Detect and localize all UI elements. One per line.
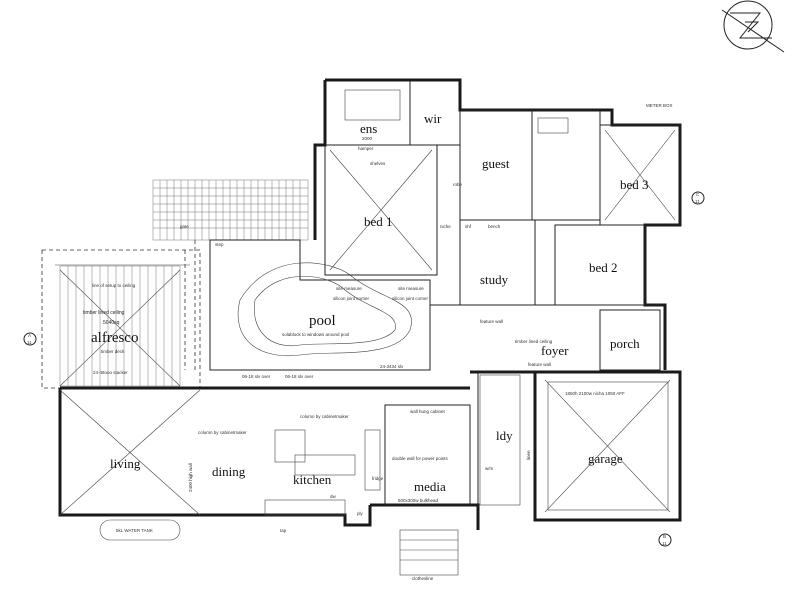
note-niche: niche bbox=[440, 224, 451, 229]
note-ens-dims: 2000 bbox=[362, 136, 373, 141]
room-label-foyer: foyer bbox=[541, 343, 569, 358]
note-line-ceiling: line of setup to ceiling bbox=[92, 283, 136, 288]
room-label-pool: pool bbox=[309, 313, 336, 329]
room-label-dining: dining bbox=[212, 464, 246, 479]
note-foyer-ceiling: timber lined ceiling bbox=[515, 339, 553, 344]
interior-walls bbox=[59, 80, 681, 576]
note-meter-box: METER BOX bbox=[646, 103, 673, 108]
alfresco-area bbox=[41, 249, 201, 389]
note-site-measure-2: site measure bbox=[398, 286, 424, 291]
note-window-2434: 24-3434 slv bbox=[380, 364, 404, 369]
note-high-wall: 2400 high wall bbox=[188, 463, 193, 492]
note-tap: tap bbox=[280, 528, 287, 533]
room-label-garage: garage bbox=[588, 451, 623, 466]
note-pool-solablock: solablock to windows around pool bbox=[282, 332, 349, 337]
svg-text:C: C bbox=[696, 192, 700, 197]
note-step: step bbox=[215, 242, 224, 247]
section-marker-b: B 11 bbox=[658, 533, 672, 547]
room-label-bed2: bed 2 bbox=[589, 260, 618, 275]
room-label-alfresco: alfresco bbox=[91, 330, 138, 346]
room-label-study: study bbox=[480, 272, 509, 287]
note-column-1: column by cabinetmaker bbox=[198, 430, 247, 435]
svg-text:11: 11 bbox=[695, 199, 700, 204]
room-label-media: media bbox=[414, 479, 446, 494]
room-label-wir: wir bbox=[424, 111, 442, 126]
north-arrow-icon bbox=[721, 0, 785, 53]
svg-text:A: A bbox=[28, 333, 31, 338]
room-label-guest: guest bbox=[482, 156, 510, 171]
note-silicon-2: silicon joint corner bbox=[392, 296, 429, 301]
note-dw: dw bbox=[330, 494, 337, 499]
svg-text:11: 11 bbox=[27, 340, 32, 345]
note-wm: w/m bbox=[485, 466, 494, 471]
section-marker-a: A 11 bbox=[23, 332, 37, 346]
section-marker-c: C 11 bbox=[691, 191, 705, 205]
room-label-bed3: bed 3 bbox=[620, 177, 649, 192]
note-alfresco-size: 5040sq bbox=[103, 320, 120, 326]
room-label-porch: porch bbox=[610, 336, 640, 351]
note-garage-door: 1850h 2100w nicha 1050 AFF bbox=[565, 391, 625, 396]
note-linen: linen bbox=[526, 450, 531, 460]
paving-grid bbox=[59, 179, 309, 387]
note-fridge: fridge bbox=[372, 476, 384, 481]
note-shelves: shelves bbox=[370, 161, 386, 166]
note-bench: bench bbox=[488, 224, 501, 229]
note-slv-over-2: 06-18 slv over bbox=[285, 374, 314, 379]
note-timber-ceiling: timber lined ceiling bbox=[83, 310, 125, 316]
note-site-measure-1: site measure bbox=[336, 286, 362, 291]
note-feature-wall: feature wall bbox=[480, 319, 503, 324]
svg-text:B: B bbox=[663, 534, 666, 539]
pool-area bbox=[184, 239, 431, 371]
room-label-ens: ens bbox=[360, 121, 377, 136]
room-label-ldy: ldy bbox=[496, 428, 513, 443]
note-gate: gate bbox=[180, 224, 189, 229]
note-hamper: hamper bbox=[358, 146, 374, 151]
note-clothesline: clothesline bbox=[412, 576, 434, 581]
note-silicon-1: silicon joint corner bbox=[333, 296, 370, 301]
svg-text:11: 11 bbox=[662, 541, 667, 546]
note-wall-hung: wall hung cabinet bbox=[410, 409, 446, 414]
room-label-living: living bbox=[110, 456, 141, 471]
room-label-kitchen: kitchen bbox=[293, 472, 332, 487]
note-slv-over-1: 06-18 slv over bbox=[242, 374, 271, 379]
note-timber-deck: timber deck bbox=[101, 349, 125, 354]
note-robe: robe bbox=[453, 182, 463, 187]
note-stacker: 24-48ooo stacker bbox=[93, 370, 128, 375]
note-double-wall: double wall for power points bbox=[392, 456, 449, 461]
note-ply: ply bbox=[357, 511, 364, 516]
room-label-bed1: bed 1 bbox=[364, 214, 393, 229]
note-feature-wall-2: feature wall bbox=[528, 362, 551, 367]
note-shf: shf bbox=[465, 224, 472, 229]
note-bulkhead: 600x300w bulkhead bbox=[398, 498, 439, 503]
note-water-tank: 5kL WATER TANK bbox=[116, 528, 153, 533]
note-column-2: column by cabinetmaker bbox=[300, 414, 349, 419]
